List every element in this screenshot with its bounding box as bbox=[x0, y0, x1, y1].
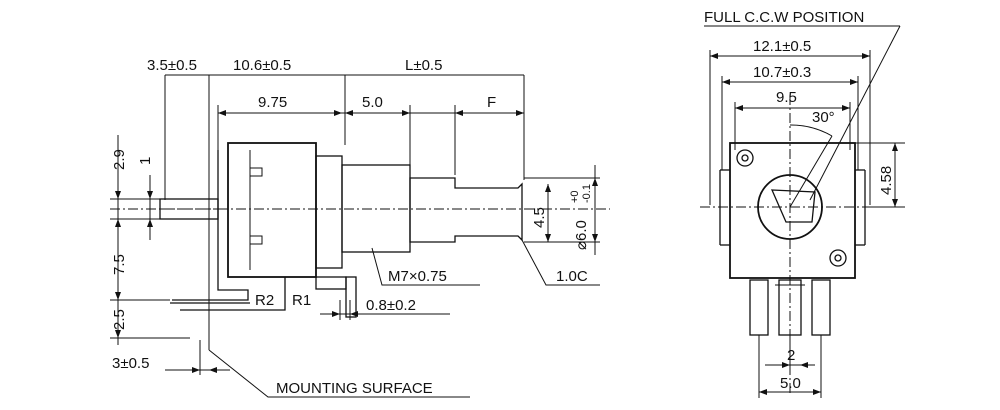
dim-L-label: L±0.5 bbox=[405, 57, 442, 74]
arrow bbox=[892, 143, 898, 151]
shaft bbox=[409, 177, 523, 243]
arrow bbox=[782, 362, 790, 368]
mount-tab-2 bbox=[345, 276, 357, 318]
dim-7-5-label: 7.5 bbox=[111, 254, 128, 275]
dim-shaft-dia-label: ⌀6.0 bbox=[573, 220, 590, 250]
dim-F-label: F bbox=[487, 94, 496, 111]
arrow bbox=[722, 79, 730, 85]
body-notch-top bbox=[250, 167, 263, 177]
arrow bbox=[147, 191, 153, 199]
dim-shaft-tol-minus: -0.1 bbox=[581, 184, 593, 203]
arrow bbox=[147, 219, 153, 227]
mount-hole-center bbox=[834, 254, 842, 262]
angle-leg bbox=[789, 135, 833, 208]
angle-label: 30° bbox=[812, 109, 835, 126]
front-body bbox=[729, 142, 856, 279]
arrow bbox=[209, 367, 217, 373]
angle-arc bbox=[789, 124, 833, 137]
arrow bbox=[115, 292, 121, 300]
arrow bbox=[813, 389, 821, 395]
chamfer-label: 1.0C bbox=[556, 268, 588, 285]
dim-3-5-label: 3.5±0.5 bbox=[147, 57, 197, 74]
r1-label: R1 bbox=[292, 292, 311, 309]
arrow bbox=[850, 79, 858, 85]
chamfer-leader bbox=[521, 239, 600, 286]
thread-label: M7×0.75 bbox=[388, 268, 447, 285]
mounting-leader bbox=[208, 349, 470, 398]
dim-9-5-label: 9.5 bbox=[776, 89, 797, 106]
arrow bbox=[545, 184, 551, 192]
pin-left bbox=[749, 279, 769, 336]
dim-0-8-label: 0.8±0.2 bbox=[366, 297, 416, 314]
dim-9-75-label: 9.75 bbox=[258, 94, 287, 111]
body-notch-bottom bbox=[250, 235, 263, 245]
dim-5-0-label: 5.0 bbox=[362, 94, 383, 111]
arrow bbox=[710, 53, 718, 59]
arrow bbox=[592, 234, 598, 242]
arrow bbox=[545, 234, 551, 242]
arrow bbox=[115, 191, 121, 199]
shaft-outer bbox=[757, 174, 823, 240]
body-outline bbox=[227, 142, 317, 278]
r2-label: R2 bbox=[255, 292, 274, 309]
leg-r2 bbox=[172, 270, 249, 301]
dim-3-label: 3±0.5 bbox=[112, 355, 149, 372]
title-leader bbox=[809, 25, 901, 201]
arrow bbox=[455, 110, 463, 116]
mount-hole-center bbox=[741, 154, 749, 162]
mount-tab bbox=[315, 276, 347, 290]
mounting-surface-label: MOUNTING SURFACE bbox=[276, 380, 433, 397]
thread-leader bbox=[371, 247, 480, 286]
arrow bbox=[842, 105, 850, 111]
arrow bbox=[115, 330, 121, 338]
arrow bbox=[192, 367, 200, 373]
arrow bbox=[800, 362, 808, 368]
dim-4-5-label: 4.5 bbox=[531, 207, 548, 228]
dim-5-0-label: 5.0 bbox=[780, 375, 801, 392]
dim-2-label: 2 bbox=[787, 347, 795, 364]
arrow bbox=[332, 311, 340, 317]
pin-right bbox=[811, 279, 831, 336]
shaft-flat bbox=[770, 189, 816, 223]
dim-1-label: 1 bbox=[137, 157, 154, 165]
arrow bbox=[516, 110, 524, 116]
arrow bbox=[350, 311, 358, 317]
arrow bbox=[402, 110, 410, 116]
mount-hole-top-left bbox=[736, 149, 754, 167]
arrow bbox=[115, 219, 121, 227]
arrow bbox=[862, 53, 870, 59]
arrow bbox=[892, 199, 898, 207]
arrow bbox=[218, 110, 226, 116]
arrow bbox=[759, 389, 767, 395]
leg-r1 bbox=[180, 277, 286, 311]
arrow bbox=[345, 110, 353, 116]
dim-2-5-label: 2.5 bbox=[111, 309, 128, 330]
front-title: FULL C.C.W POSITION bbox=[704, 9, 864, 26]
bushing-flange bbox=[315, 155, 343, 269]
side-view: 3.5±0.5 10.6±0.5 L±0.5 9.75 5.0 F 2.9 1 … bbox=[110, 57, 610, 398]
dim-10-7-label: 10.7±0.3 bbox=[753, 64, 811, 81]
front-view: FULL C.C.W POSITION bbox=[700, 9, 905, 398]
arrow bbox=[592, 178, 598, 186]
arrow bbox=[735, 105, 743, 111]
dim-4-58-label: 4.58 bbox=[878, 166, 895, 195]
dim-12-1-label: 12.1±0.5 bbox=[753, 38, 811, 55]
dim-10-6-label: 10.6±0.5 bbox=[233, 57, 291, 74]
dim-shaft-tol-plus: +0 bbox=[569, 190, 581, 203]
mount-hole-bottom-right bbox=[829, 249, 847, 267]
arrow bbox=[334, 110, 342, 116]
dim-2-9-label: 2.9 bbox=[111, 149, 128, 170]
